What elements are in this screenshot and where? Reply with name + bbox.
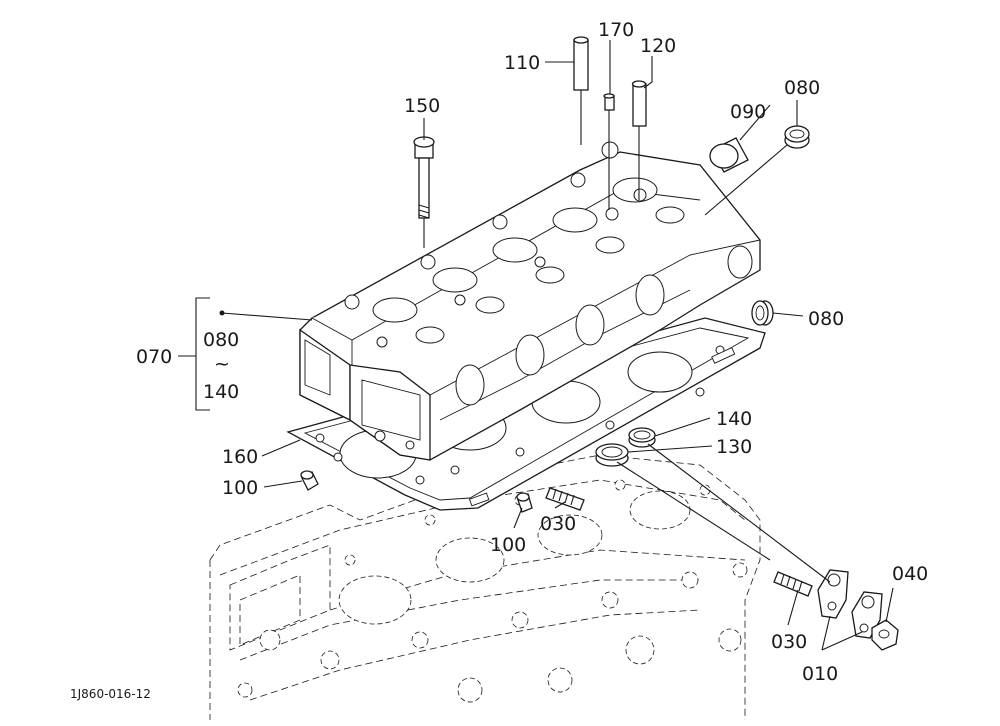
callout-070-range-to: 140 bbox=[203, 381, 239, 403]
cylinder-head bbox=[299, 141, 761, 461]
leader-lines bbox=[178, 40, 894, 651]
callout-160: 160 bbox=[222, 446, 258, 468]
seal-ring-right bbox=[751, 300, 774, 326]
expansion-plug bbox=[709, 137, 749, 173]
callout-100-center: 100 bbox=[490, 534, 526, 556]
seal-ring-top bbox=[784, 125, 810, 149]
studs bbox=[545, 487, 813, 597]
callout-110: 110 bbox=[504, 52, 540, 74]
valve-guide bbox=[573, 36, 589, 145]
callout-170: 170 bbox=[598, 19, 634, 41]
valve-guide-short bbox=[631, 80, 647, 200]
head-bolt bbox=[413, 136, 435, 248]
callout-070: 070 bbox=[136, 346, 172, 368]
callout-150: 150 bbox=[404, 95, 440, 117]
callout-080-right: 080 bbox=[808, 308, 844, 330]
callout-040: 040 bbox=[892, 563, 928, 585]
callout-070-range-sep: ~ bbox=[214, 353, 230, 375]
callout-010: 010 bbox=[802, 663, 838, 685]
callout-140: 140 bbox=[716, 408, 752, 430]
callout-100-left: 100 bbox=[222, 477, 258, 499]
callout-130: 130 bbox=[716, 436, 752, 458]
dowel-pins bbox=[300, 470, 533, 513]
callout-070-range-from: 080 bbox=[203, 329, 239, 351]
guide-plug bbox=[603, 93, 615, 210]
callout-030-right: 030 bbox=[771, 631, 807, 653]
callout-080-top: 080 bbox=[784, 77, 820, 99]
callout-120: 120 bbox=[640, 35, 676, 57]
valve-seal-rings bbox=[595, 427, 656, 467]
callout-030-center: 030 bbox=[540, 513, 576, 535]
figure-id: 1J860-016-12 bbox=[70, 687, 151, 701]
callout-090: 090 bbox=[730, 101, 766, 123]
cylinder-block-outline bbox=[209, 454, 761, 720]
